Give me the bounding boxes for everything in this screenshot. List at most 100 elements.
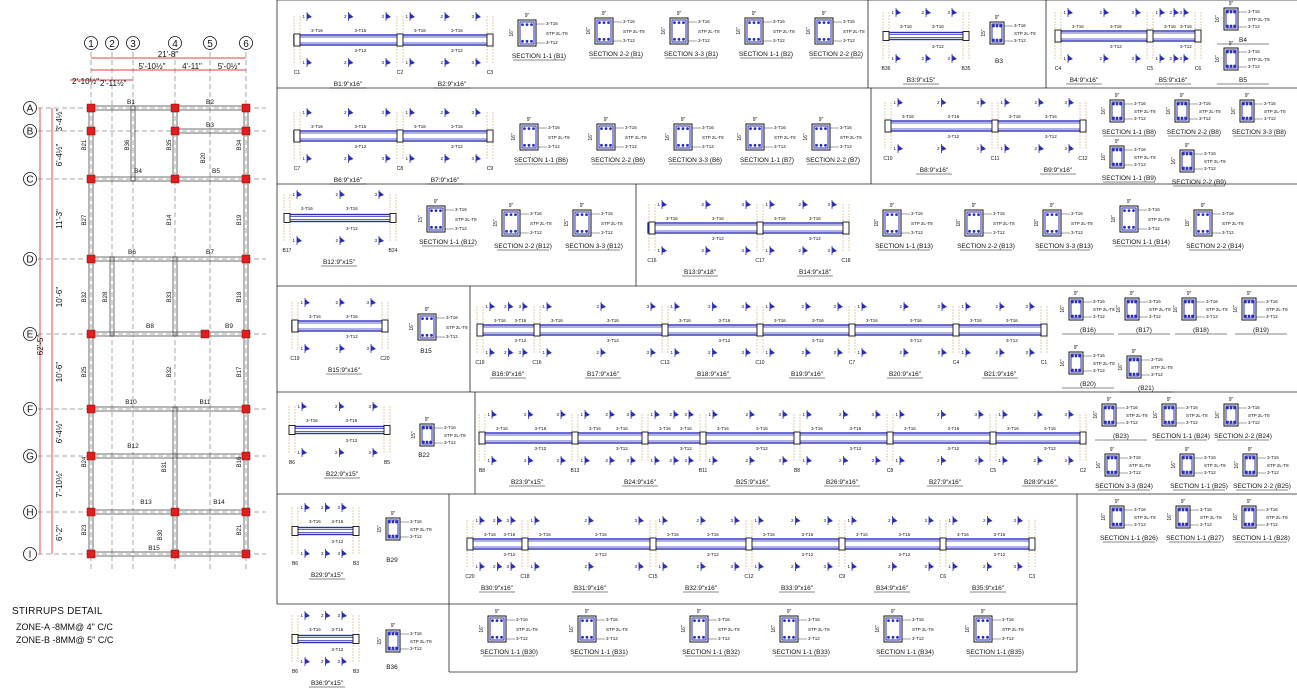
support-column [952, 323, 960, 337]
section-marker [746, 349, 751, 355]
rebar-dot [1132, 225, 1135, 229]
section-marker-number: 1 [475, 564, 478, 569]
rebar-dot [673, 37, 676, 41]
section-callout: 3-T16 [1093, 353, 1105, 358]
section-marker [1039, 99, 1044, 105]
grid-letter: E [27, 330, 34, 341]
section-marker [1069, 99, 1074, 105]
rebar-dot [682, 21, 685, 25]
plan-beam-label: B15 [148, 545, 160, 552]
rebar-dot [758, 143, 761, 147]
rebar-dot [1248, 470, 1252, 474]
section-callout: 3-T12 [455, 226, 467, 231]
rebar-dot [822, 21, 826, 25]
section-callout: 3-T12 [516, 636, 528, 641]
zone-b-note: ZONE-B -8MM@ 5" C/C [16, 635, 114, 645]
section-label: SECTION 1-1 (B35) [966, 649, 1024, 656]
rebar-callout: 3-T16 [850, 426, 862, 431]
section-outline [689, 615, 709, 643]
rebar-dot [609, 127, 612, 131]
rebar-callout: 3-T12 [932, 44, 944, 49]
rebar-dot [1114, 470, 1117, 474]
rebar-dot [576, 229, 579, 233]
section-marker-number: 1 [961, 350, 964, 355]
section-marker-number: 3 [947, 10, 950, 15]
section-callout: STP 2L-T8 [1149, 307, 1171, 312]
column [170, 549, 180, 559]
section-marker [410, 109, 415, 115]
rebar-dot [1123, 225, 1126, 229]
rebar-dot [896, 619, 899, 623]
rebar-dot [590, 619, 593, 623]
rebar-dot [702, 619, 705, 623]
grid-bubble [23, 172, 37, 186]
section-marker-number: 1 [297, 450, 300, 455]
rebar-callout: 3-T16 [774, 318, 786, 323]
section-marker [674, 457, 679, 463]
rebar-dot [968, 213, 971, 217]
rebar-dot [1197, 213, 1200, 217]
rebar-dot [495, 619, 499, 623]
section-marker-number: 1 [670, 304, 673, 309]
rebar-dot [972, 229, 976, 233]
section-marker-number: 1 [948, 518, 951, 523]
rebar-dot [895, 213, 898, 217]
support-column [521, 537, 529, 551]
section-callout: 3-T12 [1186, 420, 1198, 425]
rebar-dot [1112, 148, 1115, 152]
section-marker-number: 3 [1064, 458, 1067, 463]
section-marker [585, 411, 590, 417]
section-callout: 3-T16 [1134, 101, 1146, 106]
section-outline [419, 423, 435, 447]
section-marker [706, 201, 711, 207]
rebar-callout: 3-T12 [616, 446, 628, 451]
stirrup [489, 617, 505, 641]
section-marker [655, 411, 660, 417]
section-marker-number: 3 [471, 110, 474, 115]
section-callout: STP 2L-T8 [1126, 413, 1148, 418]
grid-bubble [23, 402, 37, 416]
rebar-callout: 3-T12 [850, 446, 862, 451]
section-marker [1068, 9, 1073, 15]
section-marker [307, 155, 312, 161]
section-marker-number: 1 [895, 458, 898, 463]
section-marker-number: 2 [504, 350, 507, 355]
rebar-callout: 3-T12 [948, 134, 960, 139]
rebar-dot [1233, 420, 1236, 424]
section-callout: 3-T12 [808, 636, 820, 641]
rebar-dot [1178, 522, 1181, 526]
section-callout: 3-T16 [530, 211, 542, 216]
rebar-callout: 3-T16 [346, 418, 358, 423]
support-column [886, 431, 894, 445]
support-column [1054, 29, 1062, 43]
rebar-dot [491, 619, 494, 623]
section-marker [523, 303, 528, 309]
section-callout: 3-T12 [1126, 420, 1138, 425]
rebar-dot [1251, 508, 1254, 512]
section-depth: 16" [409, 323, 415, 331]
section-callout: STP 2L-T8 [1200, 515, 1222, 520]
rebar-dot [1132, 358, 1136, 362]
column-label: C4 [953, 360, 960, 366]
section-width: 9" [495, 609, 500, 615]
column [241, 329, 251, 339]
rebar-dot [1181, 522, 1185, 526]
support-column [293, 129, 301, 143]
section-callout: 3-T16 [410, 519, 422, 524]
section-marker-number: 3 [556, 412, 559, 417]
section-marker-number: 2 [708, 304, 711, 309]
section-callout: STP 2L-T8 [1014, 31, 1036, 36]
section-outline [385, 629, 401, 653]
section-marker [876, 411, 881, 417]
rebar-dot [819, 143, 823, 147]
section-depth: 16" [1060, 359, 1066, 367]
column [241, 404, 251, 414]
section-callout: 3-T16 [1134, 507, 1146, 512]
support-column [291, 526, 299, 536]
stirrup [1244, 455, 1256, 475]
section-callout: 3-T12 [601, 230, 613, 235]
column-label: B8 [479, 468, 485, 474]
section-depth: 15" [377, 525, 383, 533]
